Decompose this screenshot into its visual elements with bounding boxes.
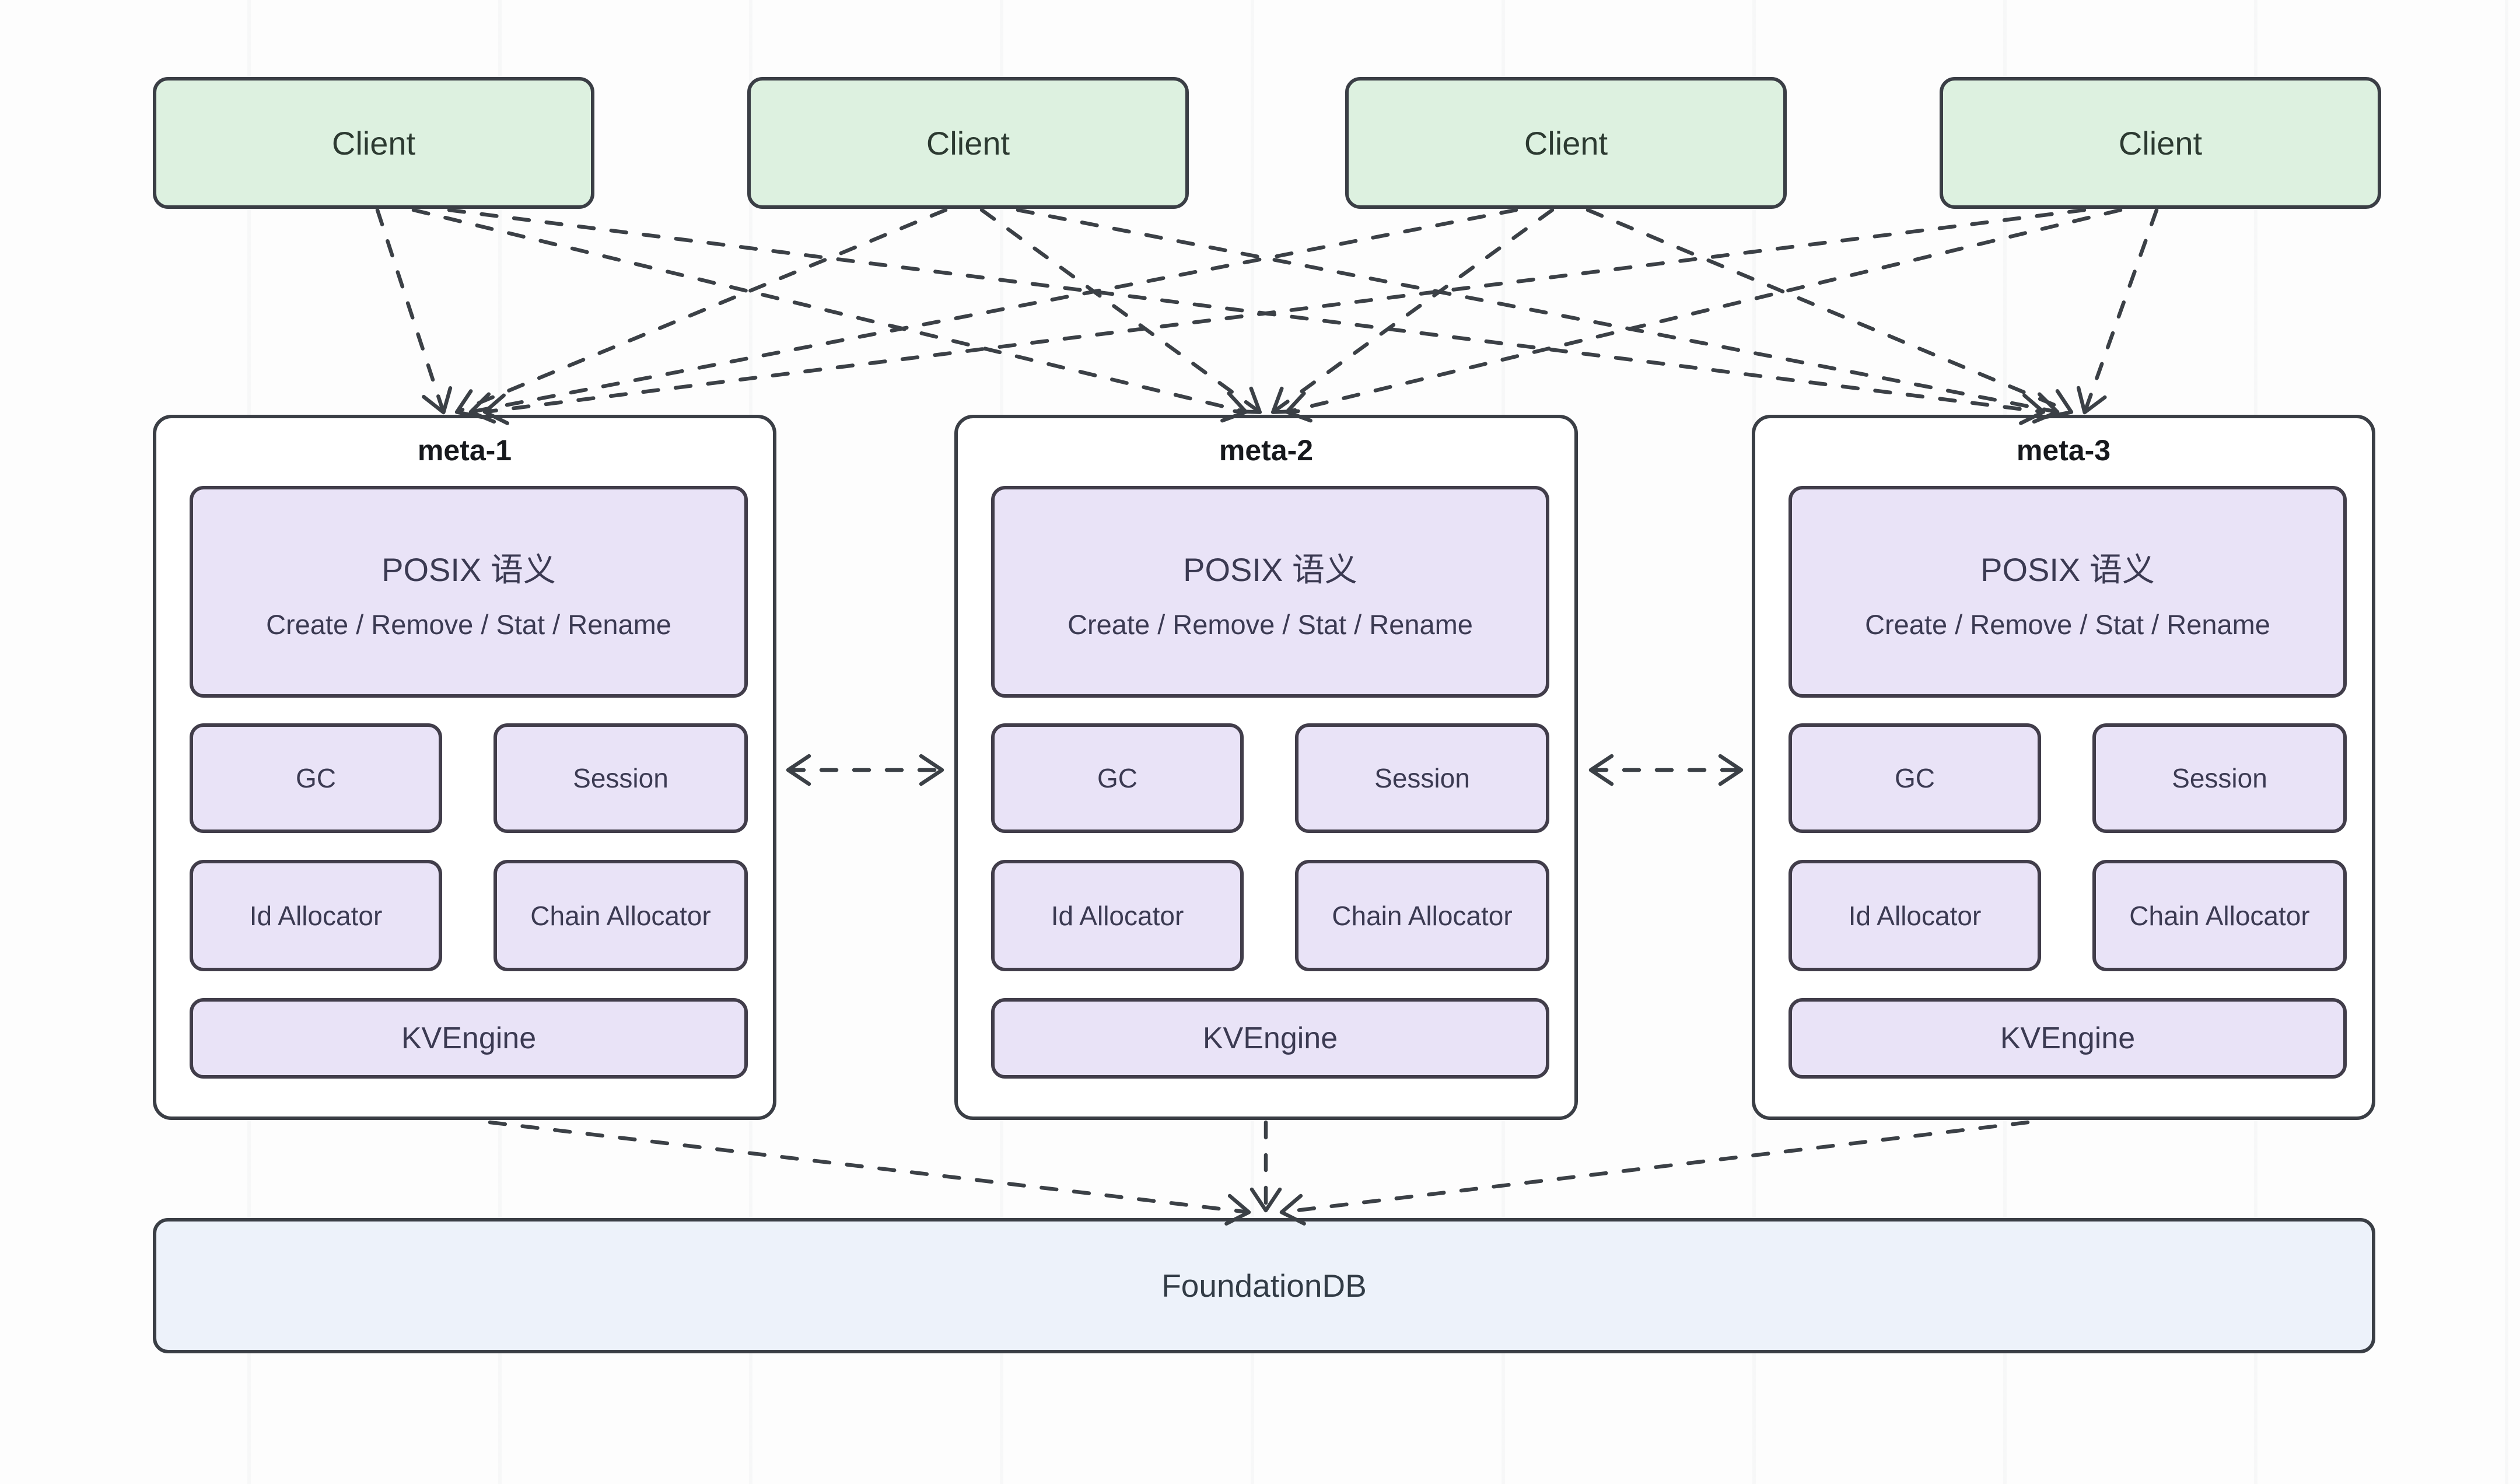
client1-meta1-link bbox=[375, 208, 453, 415]
client3-meta3-link bbox=[1586, 208, 2074, 419]
gc-label: GC bbox=[1097, 763, 1138, 793]
meta-node-2: meta-2 POSIX 语义 Create / Remove / Stat /… bbox=[954, 415, 1578, 1120]
meta-node-1: meta-1 POSIX 语义 Create / Remove / Stat /… bbox=[153, 415, 776, 1120]
gc-label: GC bbox=[1895, 763, 1935, 793]
foundationdb-label: FoundationDB bbox=[1161, 1268, 1367, 1304]
meta-node-title: meta-3 bbox=[2016, 434, 2111, 467]
id-allocator-box: Id Allocator bbox=[190, 860, 442, 971]
posix-operations: Create / Remove / Stat / Rename bbox=[266, 608, 671, 640]
client-to-meta-links bbox=[375, 208, 2159, 425]
client-box-1: Client bbox=[153, 77, 594, 209]
session-label: Session bbox=[573, 763, 668, 793]
client1-meta2-link bbox=[411, 208, 1248, 423]
client-label: Client bbox=[1524, 124, 1608, 162]
posix-operations: Create / Remove / Stat / Rename bbox=[1865, 608, 2270, 640]
client4-meta1-link bbox=[482, 208, 2087, 425]
gc-box: GC bbox=[190, 723, 442, 833]
id-allocator-box: Id Allocator bbox=[991, 860, 1244, 971]
meta3-db-link bbox=[1279, 1120, 2030, 1226]
session-label: Session bbox=[1374, 763, 1470, 793]
client2-meta2-link bbox=[979, 208, 1262, 414]
meta1-db-link bbox=[488, 1120, 1251, 1226]
client2-meta3-link bbox=[1016, 208, 2060, 424]
meta-to-db-links bbox=[488, 1120, 2030, 1226]
id-allocator-label: Id Allocator bbox=[249, 900, 383, 931]
chain-allocator-label: Chain Allocator bbox=[2129, 900, 2310, 931]
client-label: Client bbox=[331, 124, 416, 162]
id-allocator-label: Id Allocator bbox=[1051, 900, 1184, 931]
kvengine-label: KVEngine bbox=[401, 1021, 537, 1055]
gc-label: GC bbox=[296, 763, 336, 793]
chain-allocator-box: Chain Allocator bbox=[494, 860, 748, 971]
gc-box: GC bbox=[991, 723, 1244, 833]
kvengine-box: KVEngine bbox=[991, 998, 1549, 1079]
posix-semantics-box: POSIX 语义 Create / Remove / Stat / Rename bbox=[1788, 486, 2347, 698]
meta-node-title: meta-2 bbox=[1219, 434, 1314, 467]
client3-meta2-link bbox=[1270, 208, 1555, 414]
id-allocator-box: Id Allocator bbox=[1788, 860, 2041, 971]
posix-operations: Create / Remove / Stat / Rename bbox=[1068, 608, 1473, 640]
chain-allocator-label: Chain Allocator bbox=[530, 900, 711, 931]
meta-node-title: meta-1 bbox=[417, 434, 512, 467]
chain-allocator-box: Chain Allocator bbox=[2092, 860, 2347, 971]
chain-allocator-box: Chain Allocator bbox=[1295, 860, 1549, 971]
client-box-3: Client bbox=[1345, 77, 1787, 209]
client-box-4: Client bbox=[1940, 77, 2381, 209]
chain-allocator-label: Chain Allocator bbox=[1332, 900, 1513, 931]
gc-box: GC bbox=[1788, 723, 2041, 833]
session-box: Session bbox=[494, 723, 748, 833]
posix-title: POSIX 语义 bbox=[1980, 551, 2155, 588]
kvengine-box: KVEngine bbox=[190, 998, 748, 1079]
id-allocator-label: Id Allocator bbox=[1848, 900, 1982, 931]
kvengine-label: KVEngine bbox=[1202, 1021, 1338, 1055]
meta-node-3: meta-3 POSIX 语义 Create / Remove / Stat /… bbox=[1752, 415, 2375, 1120]
kvengine-label: KVEngine bbox=[2000, 1021, 2136, 1055]
posix-title: POSIX 语义 bbox=[1183, 551, 1357, 588]
session-box: Session bbox=[1295, 723, 1549, 833]
client-label: Client bbox=[926, 124, 1010, 162]
foundationdb-box: FoundationDB bbox=[153, 1218, 2375, 1353]
client4-meta3-link bbox=[2076, 208, 2159, 415]
session-label: Session bbox=[2172, 763, 2267, 793]
client-box-2: Client bbox=[747, 77, 1189, 209]
session-box: Session bbox=[2092, 723, 2347, 833]
client2-meta1-link bbox=[454, 208, 948, 419]
posix-title: POSIX 语义 bbox=[382, 551, 556, 588]
client3-meta1-link bbox=[468, 208, 1518, 424]
posix-semantics-box: POSIX 语义 Create / Remove / Stat / Rename bbox=[991, 486, 1549, 698]
client4-meta2-link bbox=[1284, 208, 2123, 423]
posix-semantics-box: POSIX 语义 Create / Remove / Stat / Rename bbox=[190, 486, 748, 698]
kvengine-box: KVEngine bbox=[1788, 998, 2347, 1079]
client1-meta3-link bbox=[447, 208, 2046, 425]
client-label: Client bbox=[2118, 124, 2203, 162]
